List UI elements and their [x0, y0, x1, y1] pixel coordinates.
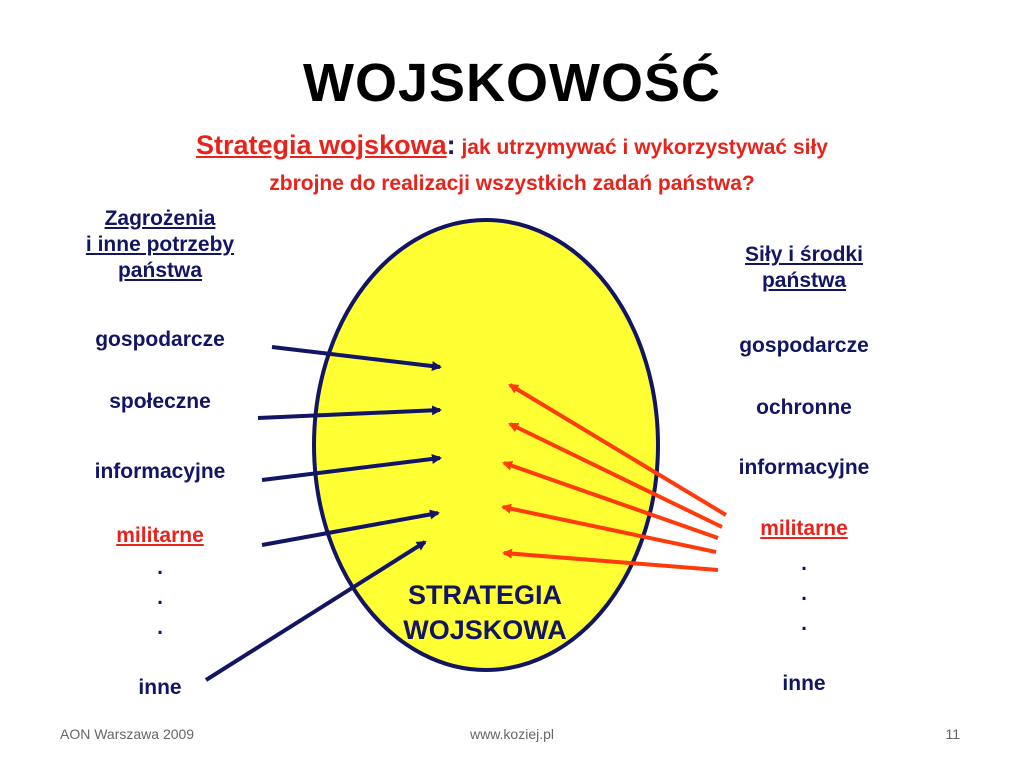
arrow-right-2 — [508, 422, 723, 529]
slide-title: WOJSKOWOŚĆ — [302, 53, 721, 113]
center-label-line2: WOJSKOWA — [403, 615, 567, 645]
arrow-left-inne — [204, 540, 427, 682]
left-dot-2: . — [157, 586, 163, 609]
left-item-spoleczne: społeczne — [109, 390, 211, 413]
arrow-left-militarne — [261, 509, 440, 547]
right-item-informacyjne: informacyjne — [738, 456, 870, 479]
right-item-militarne: militarne — [760, 517, 848, 540]
left-item-militarne: militarne — [116, 524, 204, 547]
right-dot-3: . — [801, 612, 807, 635]
arrow-right-3 — [502, 460, 719, 540]
center-label: STRATEGIA WOJSKOWA — [360, 578, 610, 648]
right-item-ochronne: ochronne — [756, 396, 852, 419]
right-item-inne: inne — [782, 672, 826, 695]
left-item-inne: inne — [138, 676, 182, 699]
subtitle-rest-1: jak utrzymywać i wykorzystywać siły — [455, 136, 828, 159]
left-item-informacyjne: informacyjne — [94, 460, 226, 483]
left-header-3: państwa — [117, 259, 203, 282]
footer-left: AON Warszawa 2009 — [60, 726, 195, 742]
left-header-1: Zagrożenia — [104, 207, 216, 230]
right-header-2: państwa — [761, 269, 847, 292]
subtitle-lead: Strategia wojskowa — [196, 130, 447, 160]
footer-page-number: 11 — [945, 726, 960, 742]
right-dot-1: . — [801, 552, 807, 575]
slide-subtitle: Strategia wojskowa: jak utrzymywać i wyk… — [90, 128, 934, 203]
right-header-1: Siły i środki — [745, 243, 863, 266]
arrow-right-5 — [502, 548, 719, 572]
footer-center: www.koziej.pl — [469, 726, 555, 742]
left-dot-1: . — [157, 556, 163, 579]
subtitle-rest-2: zbrojne do realizacji wszystkich zadań p… — [269, 172, 755, 195]
right-item-gospodarcze: gospodarcze — [739, 334, 869, 357]
arrow-right-4 — [501, 503, 717, 554]
arrow-left-informacyjne — [261, 454, 442, 482]
arrow-left-spoleczne — [257, 405, 442, 420]
left-header-2: i inne potrzeby — [85, 233, 235, 256]
right-dot-2: . — [801, 582, 807, 605]
left-column: Zagrożenia i inne potrzeby państwa — [40, 206, 280, 284]
arrow-left-gospodarcze — [271, 345, 442, 372]
center-label-line1: STRATEGIA — [408, 580, 562, 610]
arrow-right-1 — [508, 383, 728, 517]
subtitle-colon: : — [446, 130, 456, 160]
left-item-gospodarcze: gospodarcze — [95, 328, 225, 351]
right-column: Siły i środki państwa — [684, 242, 924, 294]
left-dot-3: . — [157, 616, 163, 639]
